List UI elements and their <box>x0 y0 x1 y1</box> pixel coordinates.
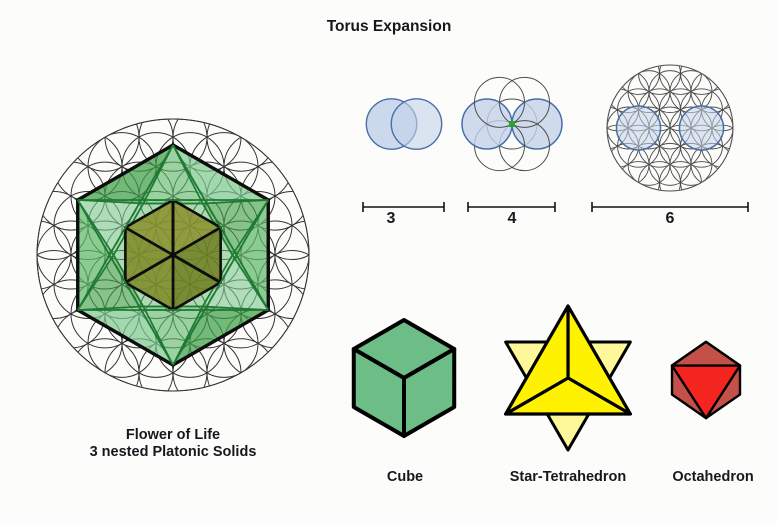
octahedron-edge <box>76 144 174 311</box>
nested-platonic-solids <box>76 143 270 367</box>
torus-circle <box>390 98 443 150</box>
octahedron-edge <box>172 199 270 366</box>
octahedron-edge <box>172 144 270 311</box>
platonic-solids-row <box>351 304 742 452</box>
torus-grid <box>607 65 733 191</box>
torus-scale-label-4: 4 <box>507 210 517 227</box>
solid-octahedron <box>670 340 742 420</box>
torus-scale-bar-4 <box>467 202 556 212</box>
torus-stage-3 <box>365 98 443 150</box>
torus-expansion <box>362 64 749 212</box>
solid-star-tetrahedron <box>504 304 632 452</box>
solid-cube <box>351 318 457 438</box>
solid-label-cube: Cube <box>386 469 424 485</box>
flower-of-life-caption: Flower of Life 3 nested Platonic Solids <box>18 427 328 461</box>
flower-of-life-caption-line1: Flower of Life <box>125 427 221 443</box>
torus-outer-ring <box>606 64 734 192</box>
torus-center-marker <box>509 121 515 127</box>
octahedron-edge <box>76 199 174 366</box>
cube-left-face <box>351 347 406 438</box>
torus-title: Torus Expansion <box>0 18 778 36</box>
cube-edge <box>124 253 174 284</box>
flower-of-life-caption-line2: 3 nested Platonic Solids <box>89 444 257 461</box>
torus-stage-6 <box>606 64 734 192</box>
solid-label-octahedron: Octahedron <box>672 469 754 485</box>
torus-scale-bar-6 <box>591 202 749 212</box>
torus-scale-label-3: 3 <box>386 210 396 227</box>
cube-edge <box>172 253 222 284</box>
torus-title-text: Torus Expansion <box>326 18 452 35</box>
tetrahedron-face <box>504 304 570 416</box>
flower-outer-ring <box>36 118 310 392</box>
torus-circle-highlight <box>615 105 662 151</box>
octahedron-front-face <box>670 364 742 420</box>
torus-circle-highlight <box>678 105 725 151</box>
torus-circle <box>499 76 550 128</box>
flower-petal-circle <box>274 220 309 290</box>
torus-stage-4 <box>461 76 563 172</box>
torus-scale-label-6: 6 <box>665 210 675 227</box>
flower-of-life <box>36 118 310 392</box>
torus-circle <box>474 76 525 128</box>
solid-label-star-tetrahedron: Star-Tetrahedron <box>509 469 627 485</box>
torus-scale-bar-3 <box>362 202 445 212</box>
